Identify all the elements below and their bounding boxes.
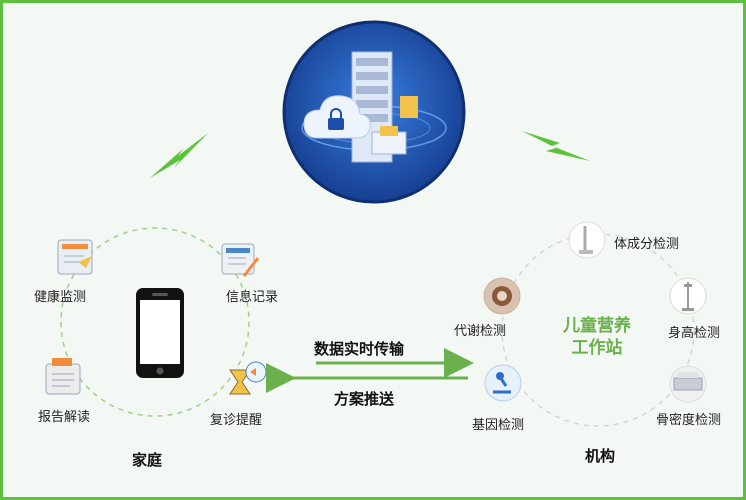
institution-center-title: 儿童营养 工作站 xyxy=(552,315,642,359)
arrow-label-plan-push: 方案推送 xyxy=(334,390,395,408)
home-item-health-monitor: 健康监测 xyxy=(34,290,87,305)
institution-item-height: 身高检测 xyxy=(668,326,721,341)
report-interpret-icon xyxy=(45,358,81,395)
lightning-right-icon xyxy=(522,131,590,161)
height-test-icon xyxy=(669,277,707,315)
gene-test-icon xyxy=(484,364,522,402)
lightning-left-icon xyxy=(150,133,208,178)
info-record-icon xyxy=(221,243,260,277)
body-composition-icon xyxy=(568,221,606,259)
home-item-follow-up: 复诊提醒 xyxy=(210,413,263,428)
bone-density-icon xyxy=(669,365,707,403)
home-item-report-interpret: 报告解读 xyxy=(38,410,91,425)
institution-item-body-composition: 体成分检测 xyxy=(614,237,680,252)
institution-item-gene: 基因检测 xyxy=(472,418,525,433)
metabolic-test-icon xyxy=(483,277,521,315)
home-title: 家庭 xyxy=(132,451,163,469)
phone-icon xyxy=(136,288,184,378)
cloud-server-icon xyxy=(282,20,466,204)
health-monitor-icon xyxy=(57,239,93,275)
home-item-info-record: 信息记录 xyxy=(226,290,279,305)
center-title-line2: 工作站 xyxy=(571,338,623,358)
institution-title: 机构 xyxy=(585,447,616,465)
center-title-line1: 儿童营养 xyxy=(563,316,631,336)
institution-item-bone-density: 骨密度检测 xyxy=(656,413,722,428)
institution-item-metabolic: 代谢检测 xyxy=(454,324,507,339)
home-circle xyxy=(60,227,250,417)
arrow-label-data-transfer: 数据实时传输 xyxy=(314,340,405,358)
follow-up-reminder-icon xyxy=(229,361,267,395)
